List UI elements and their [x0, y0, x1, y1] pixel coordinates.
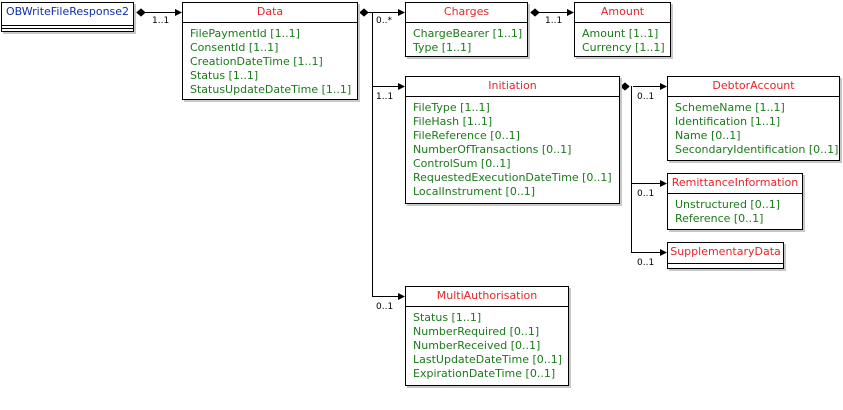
composition-diamond-root — [136, 8, 146, 17]
multi-authorisation-attribute: NumberRequired [0..1] — [413, 325, 540, 338]
multiplicity-initiation-supplementary: 0..1 — [637, 258, 655, 268]
debtor-account-attributes: SchemeName [1..1] Identification [1..1] … — [668, 97, 839, 157]
root-underline-2 — [2, 28, 133, 29]
root-class-box: OBWriteFileResponse2 — [1, 2, 134, 32]
charges-class-box: Charges ChargeBearer [1..1] Type [1..1] — [405, 2, 528, 57]
remittance-information-attributes: Unstructured [0..1] Reference [0..1] — [668, 194, 802, 226]
multi-authorisation-attribute: Status [1..1] — [413, 311, 482, 324]
multiplicity-charges-amount: 1..1 — [545, 16, 563, 26]
arrowhead-supplementary — [660, 249, 667, 256]
supplementary-data-underline — [668, 263, 783, 264]
data-attribute: CreationDateTime [1..1] — [190, 55, 323, 68]
supplementary-data-class-box: SupplementaryData — [667, 242, 784, 269]
remittance-information-attribute: Unstructured [0..1] — [675, 198, 780, 211]
arrowhead-data — [175, 9, 182, 16]
charges-class-title: Charges — [406, 3, 527, 23]
data-class-box: Data FilePaymentId [1..1] ConsentId [1..… — [182, 2, 358, 100]
initiation-attributes: FileType [1..1] FileHash [1..1] FileRefe… — [406, 97, 619, 199]
data-attribute: FilePaymentId [1..1] — [190, 27, 300, 40]
amount-attributes: Amount [1..1] Currency [1..1] — [575, 23, 670, 55]
arrowhead-remittance — [660, 180, 667, 187]
data-class-title: Data — [183, 3, 357, 23]
initiation-attribute: LocalInstrument [0..1] — [413, 185, 536, 198]
arrowhead-amount — [567, 9, 574, 16]
multiplicity-data-multiauth: 0..1 — [376, 302, 394, 312]
debtor-account-attribute: Identification [1..1] — [675, 115, 781, 128]
root-class-title: OBWriteFileResponse2 — [5, 5, 130, 18]
amount-attribute: Currency [1..1] — [582, 41, 665, 54]
arrowhead-multiauth — [398, 293, 405, 300]
debtor-account-attribute: Name [0..1] — [675, 129, 741, 142]
debtor-account-attribute: SchemeName [1..1] — [675, 101, 785, 114]
initiation-attribute: ControlSum [0..1] — [413, 157, 511, 170]
multi-authorisation-attribute: NumberReceived [0..1] — [413, 339, 541, 352]
arrowhead-debtor-account — [660, 83, 667, 90]
data-attributes: FilePaymentId [1..1] ConsentId [1..1] Cr… — [183, 23, 357, 97]
charges-attribute: ChargeBearer [1..1] — [413, 27, 523, 40]
charges-attributes: ChargeBearer [1..1] Type [1..1] — [406, 23, 527, 55]
multiplicity-data-initiation: 1..1 — [376, 92, 394, 102]
data-attribute: Status [1..1] — [190, 69, 259, 82]
multi-authorisation-attribute: LastUpdateDateTime [0..1] — [413, 353, 563, 366]
composition-diamond-charges — [530, 8, 540, 17]
root-underline-1 — [2, 25, 133, 26]
charges-attribute: Type [1..1] — [413, 41, 472, 54]
data-attribute: ConsentId [1..1] — [190, 41, 279, 54]
multi-authorisation-class-box: MultiAuthorisation Status [1..1] NumberR… — [405, 286, 569, 386]
supplementary-data-class-title: SupplementaryData — [670, 245, 781, 258]
multiplicity-root-data: 1..1 — [152, 16, 170, 26]
amount-class-title: Amount — [575, 3, 670, 23]
multi-authorisation-attribute: ExpirationDateTime [0..1] — [413, 367, 556, 380]
arrowhead-initiation — [398, 83, 405, 90]
debtor-account-attribute: SecondaryIdentification [0..1] — [675, 143, 839, 156]
initiation-class-title: Initiation — [406, 77, 619, 97]
multi-authorisation-class-title: MultiAuthorisation — [406, 287, 568, 307]
remittance-information-class-box: RemittanceInformation Unstructured [0..1… — [667, 173, 803, 230]
multiplicity-initiation-remittance: 0..1 — [637, 189, 655, 199]
debtor-account-class-title: DebtorAccount — [668, 77, 839, 97]
composition-diamond-data — [359, 8, 369, 17]
multiplicity-data-charges: 0..* — [376, 16, 392, 26]
multiplicity-initiation-debtor: 0..1 — [637, 92, 655, 102]
initiation-attribute: FileType [1..1] — [413, 101, 490, 114]
amount-class-box: Amount Amount [1..1] Currency [1..1] — [574, 2, 671, 57]
initiation-attribute: RequestedExecutionDateTime [0..1] — [413, 171, 612, 184]
composition-diamond-initiation — [620, 82, 630, 91]
data-attribute: StatusUpdateDateTime [1..1] — [190, 83, 352, 96]
initiation-class-box: Initiation FileType [1..1] FileHash [1..… — [405, 76, 620, 204]
debtor-account-class-box: DebtorAccount SchemeName [1..1] Identifi… — [667, 76, 840, 161]
initiation-attribute: FileReference [0..1] — [413, 129, 520, 142]
initiation-attribute: NumberOfTransactions [0..1] — [413, 143, 572, 156]
multi-authorisation-attributes: Status [1..1] NumberRequired [0..1] Numb… — [406, 307, 568, 381]
remittance-information-attribute: Reference [0..1] — [675, 212, 764, 225]
amount-attribute: Amount [1..1] — [582, 27, 659, 40]
arrowhead-charges — [398, 9, 405, 16]
initiation-attribute: FileHash [1..1] — [413, 115, 493, 128]
remittance-information-class-title: RemittanceInformation — [668, 174, 802, 194]
